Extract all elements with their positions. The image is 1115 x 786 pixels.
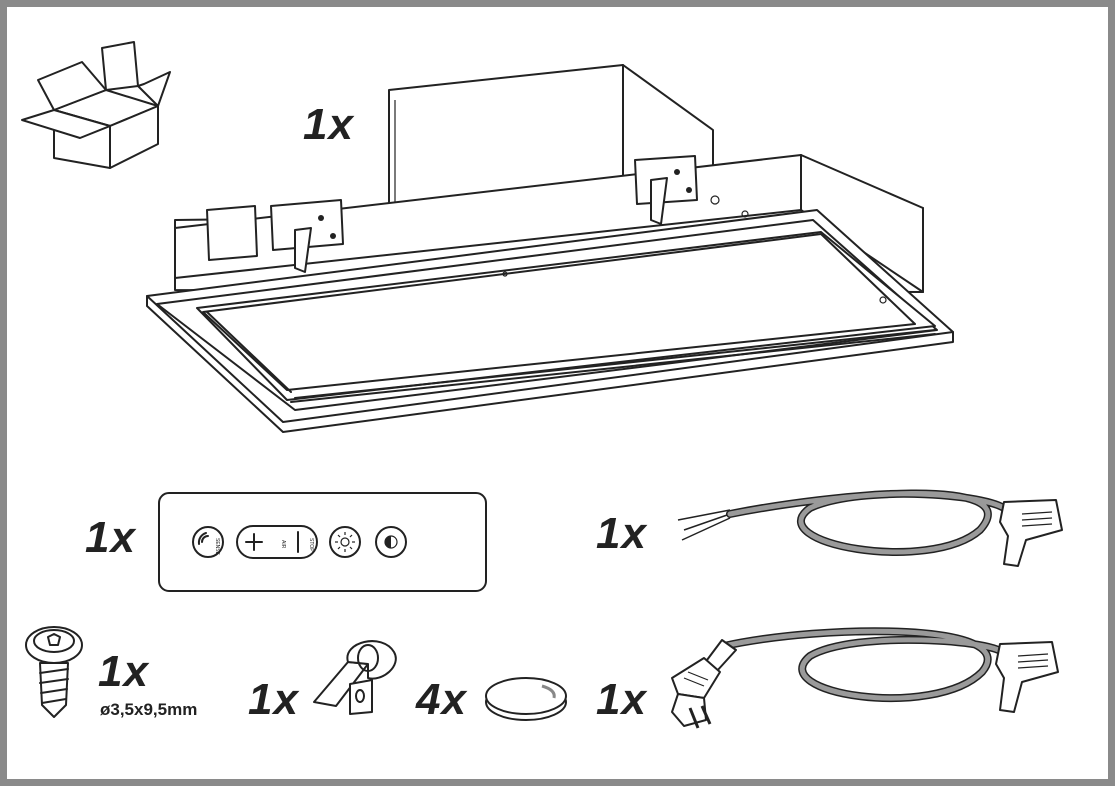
clip-icon bbox=[313, 640, 397, 715]
cable-wires-quantity: 1x bbox=[596, 509, 647, 558]
air-label: AIR bbox=[280, 540, 286, 549]
screw-icon bbox=[25, 626, 83, 718]
stop-label: STOP bbox=[308, 538, 314, 552]
box-icon bbox=[21, 41, 171, 169]
cable-plug-icon bbox=[671, 627, 1059, 729]
cap-quantity: 4x bbox=[416, 675, 467, 724]
cable-wires-icon bbox=[677, 489, 1063, 567]
hood-quantity: 1x bbox=[303, 100, 354, 149]
cable-plug-quantity: 1x bbox=[596, 675, 647, 724]
control-panel-quantity: 1x bbox=[85, 513, 136, 562]
cap-icon bbox=[485, 677, 567, 721]
control-panel-icon: SENSE AIR STOP bbox=[158, 492, 487, 592]
screw-quantity: 1x bbox=[98, 647, 149, 696]
hood-icon bbox=[146, 64, 954, 433]
sense-label: SENSE bbox=[214, 538, 220, 556]
screw-dimensions: ø3,5x9,5mm bbox=[100, 700, 198, 719]
clip-quantity: 1x bbox=[248, 675, 299, 724]
